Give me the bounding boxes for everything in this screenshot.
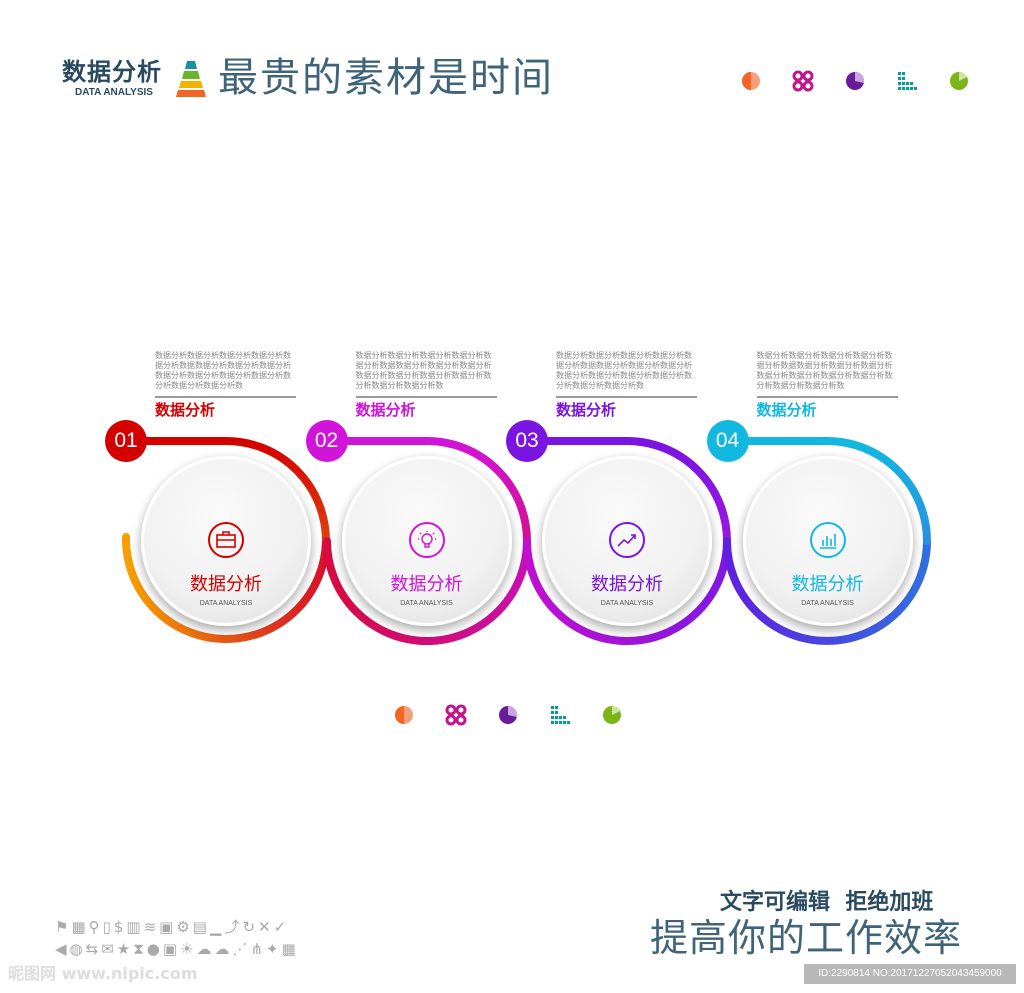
pie-quarter-icon (846, 71, 865, 90)
step-number-badge: 04 (706, 420, 749, 462)
rings-icon (445, 704, 467, 726)
ribbon-top-3 (523, 437, 731, 545)
ribbon-track (121, 437, 931, 645)
step-label: 数据分析 (390, 574, 463, 595)
step-label: 数据分析 (190, 574, 262, 595)
lightbulb-icon (408, 522, 445, 558)
step-number-badge: 02 (305, 420, 348, 462)
step-description: 数据分析数据分析数据分析数据分析数据分析数据数据分析数据分析数据分析数据分析数据… (556, 351, 692, 390)
trend-up-icon (609, 522, 645, 558)
step-sublabel: DATA ANALYSIS (801, 600, 854, 607)
decor-icons-top (742, 70, 968, 92)
footer-slogan: 提高你的工作效率 (650, 916, 963, 960)
footer-tagline: 文字可编辑 拒绝加班 (720, 890, 934, 915)
watermark: 昵图网 www.nipic.com (8, 964, 198, 983)
ribbon-top-1 (123, 437, 330, 545)
step-sublabel: DATA ANALYSIS (199, 600, 253, 607)
image-id: ID:2290814 NO:20171227052043459000 (804, 964, 1016, 984)
step-label: 数据分析 (791, 574, 864, 595)
pie-quarter-icon (499, 705, 518, 724)
ribbon-bottom-4 (723, 537, 931, 645)
ribbon-bottom-1 (121, 533, 330, 643)
divider (155, 396, 296, 398)
brand-subtitle: DATA ANALYSIS (75, 87, 153, 98)
pie-slice-icon (603, 706, 621, 724)
briefcase-icon (208, 522, 244, 558)
brand-title: 数据分析 (62, 58, 162, 86)
ribbon-top-2 (323, 437, 531, 545)
divider (355, 396, 497, 398)
step-number-badge: 01 (105, 420, 147, 462)
pyramid-logo-icon (176, 61, 206, 97)
icon-set-row-2: ◀◍⇆✉★⧗●▣☀☁☁⋰⋔✦▦ (55, 940, 299, 958)
ribbon-top-4 (723, 437, 931, 545)
step-title: 数据分析 (556, 401, 617, 419)
step-sublabel: DATA ANALYSIS (600, 600, 654, 607)
step-description: 数据分析数据分析数据分析数据分析数据分析数据数据分析数据分析数据分析数据分析数据… (756, 351, 893, 390)
step-title: 数据分析 (756, 401, 817, 419)
dot-chart-icon (898, 72, 917, 90)
pie-slice-icon (950, 72, 968, 90)
pie-half-icon (395, 706, 413, 724)
dot-chart-icon (551, 706, 570, 724)
step-sublabel: DATA ANALYSIS (400, 600, 453, 607)
ribbon-bottom-2 (323, 537, 531, 645)
bar-chart-icon (809, 522, 846, 558)
decor-icons-middle (395, 704, 621, 726)
step-label: 数据分析 (591, 574, 663, 595)
step-number-badge: 03 (506, 420, 548, 462)
step-title: 数据分析 (155, 401, 216, 419)
ribbon-bottom-3 (523, 537, 731, 645)
divider (556, 396, 697, 398)
divider (756, 396, 898, 398)
slogan: 最贵的素材是时间 (218, 55, 554, 101)
step-title: 数据分析 (355, 401, 416, 419)
step-description: 数据分析数据分析数据分析数据分析数据分析数据数据分析数据分析数据分析数据分析数据… (355, 351, 492, 390)
pie-half-icon (742, 72, 760, 90)
step-description: 数据分析数据分析数据分析数据分析数据分析数据数据分析数据分析数据分析数据分析数据… (155, 351, 291, 390)
rings-icon (792, 70, 814, 92)
icon-set-row-1: ⚑▦⚲▯$▥≋▣⚙▤▁⤴↻✕✓ (55, 918, 290, 936)
